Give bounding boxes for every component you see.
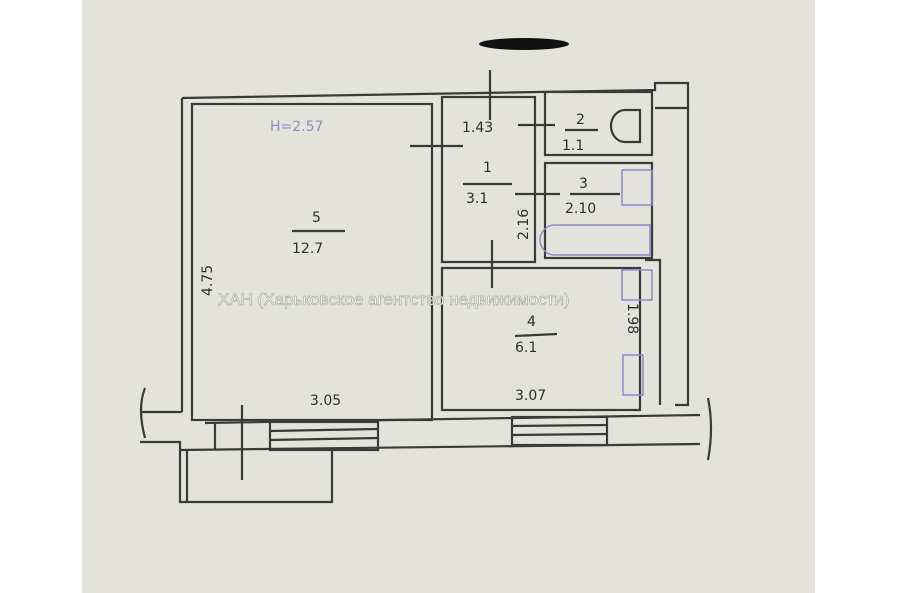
paper-background (82, 0, 815, 593)
room-3-area: 2.10 (565, 201, 596, 217)
room-5-outline (190, 102, 434, 422)
room-4-outline (440, 266, 642, 412)
toilet-icon (609, 108, 642, 144)
room-1-number: 1 (483, 160, 492, 176)
room-2-number: 2 (576, 112, 585, 128)
bathtub-icon (539, 224, 651, 256)
walls (139, 70, 713, 504)
room-4-width: 3.07 (515, 388, 546, 404)
scribbled-out-mark (479, 38, 569, 50)
room-1-area: 3.1 (466, 191, 488, 207)
room-5-area: 12.7 (292, 241, 323, 257)
room-4-length: 1.98 (624, 303, 640, 334)
room-5-width: 3.05 (310, 393, 341, 409)
room-4-area: 6.1 (515, 340, 537, 356)
kitchen-sink-icon (621, 269, 653, 301)
room-5-length: 4.75 (200, 265, 216, 296)
window-room-4 (510, 415, 609, 447)
ceiling-height-label: H=2.57 (270, 119, 323, 135)
room-1-width: 1.43 (462, 120, 493, 136)
watermark: ХАН (Харьковское агентство недвижимости) (218, 290, 570, 309)
window-room-5 (268, 420, 380, 452)
sink-icon (621, 169, 653, 206)
room-3-outline (543, 161, 654, 260)
room-5-number: 5 (312, 210, 321, 226)
room-2-area: 1.1 (562, 138, 584, 154)
room-2-outline (543, 90, 654, 157)
room-4-number: 4 (527, 314, 536, 330)
stove-icon (622, 354, 644, 396)
room-3-number: 3 (579, 176, 588, 192)
fixtures (479, 38, 653, 396)
room-1-length: 2.16 (516, 209, 532, 240)
fraction-lines (292, 128, 620, 338)
room-1-outline (440, 95, 537, 264)
